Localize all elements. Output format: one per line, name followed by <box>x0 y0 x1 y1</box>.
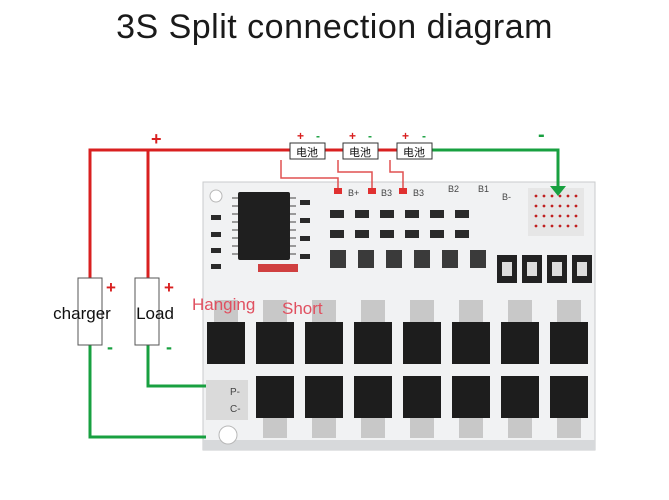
pack-minus-marker: - <box>538 124 545 146</box>
battery-cell-1: 电池 + - <box>289 129 326 160</box>
label-b-plus: B+ <box>348 188 359 198</box>
pack-plus-marker: + <box>151 129 162 149</box>
bms-board <box>202 181 596 451</box>
cell-2-label: 电池 <box>349 146 371 159</box>
cell-2-minus: - <box>368 129 372 143</box>
label-b-minus: B- <box>502 192 511 202</box>
label-b3-left: B3 <box>381 188 392 198</box>
cell-2-plus: + <box>349 129 356 143</box>
label-b1: B1 <box>478 184 489 194</box>
label-b3-right: B3 <box>413 188 424 198</box>
battery-cell-2: 电池 + - <box>342 129 379 160</box>
load: Load + - <box>134 277 174 357</box>
short-label: Short <box>282 299 323 318</box>
label-c-minus: C- <box>230 404 241 415</box>
hanging-label: Hanging <box>192 295 255 314</box>
charger-minus: - <box>107 337 113 357</box>
mount-hole-top <box>209 189 223 203</box>
diagram-title: 3S Split connection diagram <box>116 8 553 46</box>
cell-1-minus: - <box>316 129 320 143</box>
via-dots <box>534 194 578 228</box>
wire-positive-main <box>88 148 290 278</box>
hanging-pads <box>258 264 298 272</box>
load-minus: - <box>166 337 172 357</box>
sense-wires <box>280 160 404 190</box>
charger: charger + - <box>53 277 116 357</box>
wire-load-negative <box>146 345 206 388</box>
negative-arrow <box>550 186 566 196</box>
wires <box>88 148 560 439</box>
cell-3-plus: + <box>402 129 409 143</box>
sense-endpoints <box>334 188 407 194</box>
battery-cell-3: 电池 + - <box>396 129 433 160</box>
label-p-minus: P- <box>230 387 240 398</box>
wire-negative-pack <box>431 148 560 190</box>
smd-parts-middle <box>330 210 486 268</box>
load-plus: + <box>164 278 174 297</box>
label-b2: B2 <box>448 184 459 194</box>
wire-charger-negative <box>88 345 206 439</box>
cell-3-minus: - <box>422 129 426 143</box>
ic-chip <box>238 192 290 260</box>
load-label: Load <box>136 304 174 323</box>
board-edge-shade <box>203 440 595 450</box>
mosfet-row-top <box>207 300 588 364</box>
mosfet-row-bottom <box>256 376 588 438</box>
cell-1-label: 电池 <box>296 146 318 159</box>
shunt-resistors <box>497 255 592 283</box>
pc-pad <box>206 380 248 420</box>
ic-pins <box>232 197 296 255</box>
smd-parts-left <box>211 200 310 269</box>
cell-3-label: 电池 <box>403 146 425 159</box>
charger-label: charger <box>53 304 111 323</box>
charger-plus: + <box>106 278 116 297</box>
mount-hole-bottom <box>218 425 238 445</box>
cell-1-plus: + <box>297 129 304 143</box>
